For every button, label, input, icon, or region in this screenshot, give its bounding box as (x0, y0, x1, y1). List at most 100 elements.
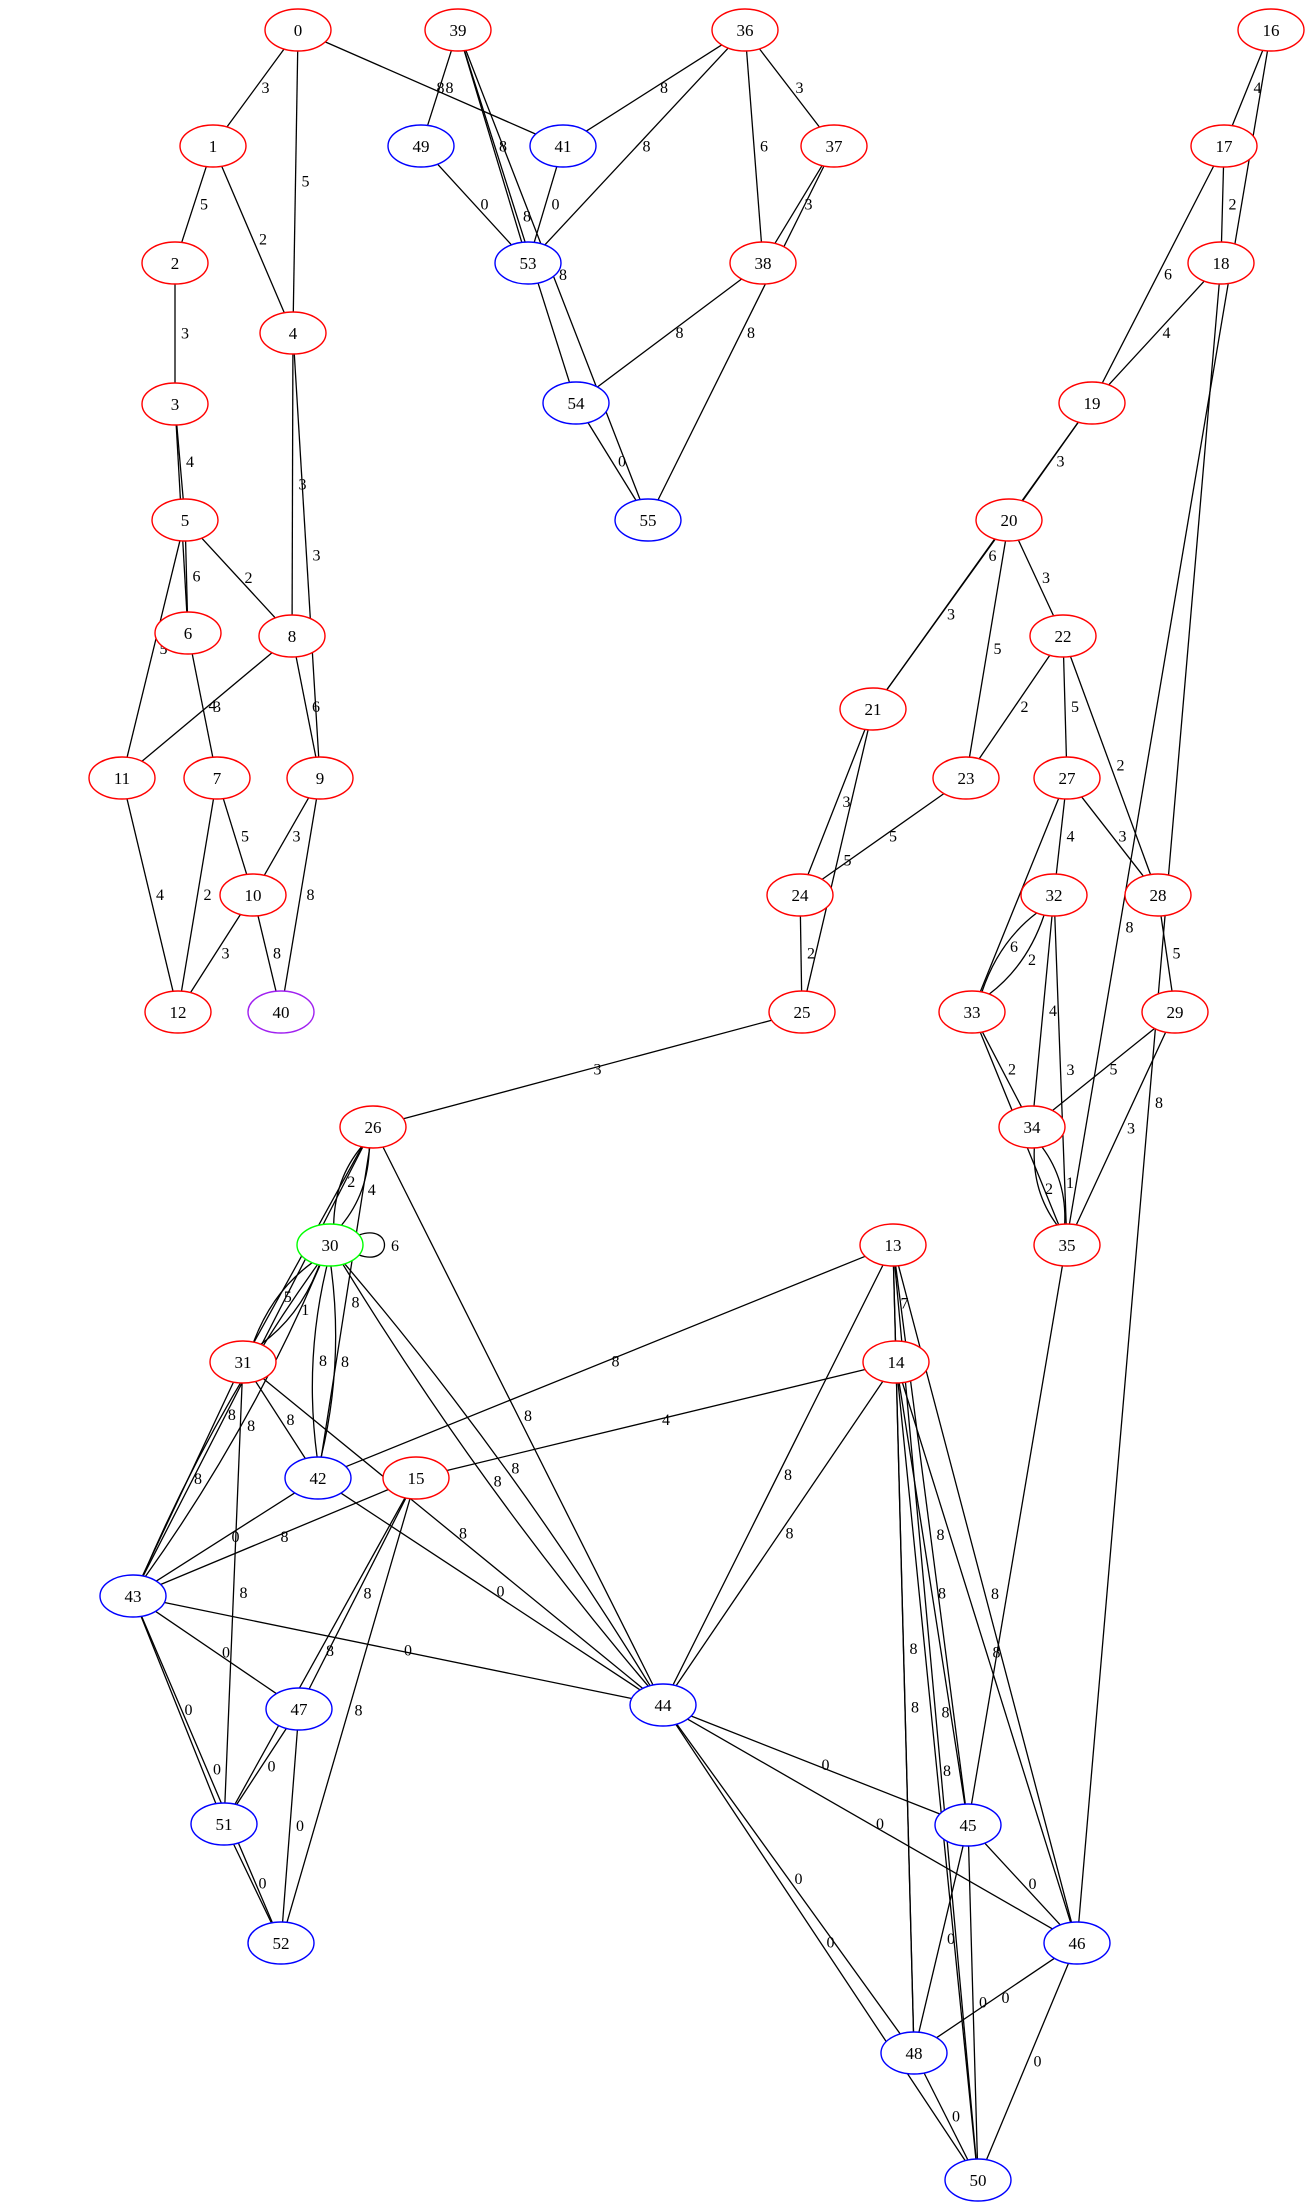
node-13: 13 (859, 1223, 927, 1267)
edge-5-6 (184, 540, 189, 613)
node-label: 23 (958, 769, 975, 788)
node-ellipse (729, 241, 797, 285)
edge-15-47 (308, 1497, 407, 1690)
edge-10-12 (189, 914, 242, 993)
edge-36-37 (758, 48, 821, 128)
node-ellipse (219, 873, 287, 917)
edge-label: 8 (319, 1353, 327, 1370)
edge-label: 2 (1045, 1181, 1053, 1198)
edge-label: 8 (341, 1354, 349, 1371)
edge-44-48 (676, 1723, 901, 2035)
edge-label: 3 (181, 326, 189, 343)
node-ellipse (934, 1803, 1002, 1847)
edge-27-33 (979, 798, 1060, 992)
edge-14-44 (675, 1380, 884, 1687)
node-42: 42 (284, 1456, 352, 1500)
node-10: 10 (219, 873, 287, 917)
edge-label: 8 (1155, 1095, 1163, 1112)
node-18: 18 (1187, 241, 1255, 285)
edge-label: 5 (1173, 946, 1181, 963)
edge-21-25 (806, 729, 869, 992)
node-3: 3 (141, 382, 209, 426)
edge-label: 3 (213, 699, 221, 716)
edge-label: 3 (293, 829, 301, 846)
node-ellipse (387, 124, 455, 168)
edge-label: 0 (213, 1762, 221, 1779)
node-ellipse (859, 1223, 927, 1267)
edge-30-31 (252, 1262, 313, 1343)
node-ellipse (975, 498, 1043, 542)
node-24: 24 (766, 873, 834, 917)
node-label: 5 (181, 511, 190, 530)
node-27: 27 (1033, 756, 1101, 800)
node-label: 13 (885, 1236, 902, 1255)
node-ellipse (944, 2158, 1012, 2202)
node-label: 24 (792, 886, 810, 905)
node-ellipse (88, 756, 156, 800)
node-label: 44 (655, 1696, 673, 1715)
edge-label: 4 (1049, 1003, 1057, 1020)
node-ellipse (1029, 614, 1097, 658)
node-ellipse (151, 498, 219, 542)
node-43: 43 (99, 1574, 167, 1618)
edge-7-10 (222, 798, 248, 875)
edge-label: 0 (827, 1935, 835, 1952)
node-ellipse (800, 124, 868, 168)
edge-label: 8 (993, 1645, 1001, 1662)
edge-label: 8 (911, 1700, 919, 1717)
node-26: 26 (339, 1105, 407, 1149)
node-label: 29 (1167, 1003, 1184, 1022)
edge-20-23 (968, 540, 1007, 758)
edge-47-52 (281, 1729, 299, 1923)
node-ellipse (179, 124, 247, 168)
edge-9-10 (263, 797, 310, 876)
edge-20-22 (1017, 539, 1055, 617)
node-ellipse (265, 1687, 333, 1731)
node-ellipse (629, 1683, 697, 1727)
node-2: 2 (141, 241, 209, 285)
edge-18-19 (1108, 280, 1205, 386)
node-53: 53 (494, 241, 562, 285)
node-label: 32 (1046, 886, 1063, 905)
edge-21-24 (807, 729, 866, 875)
edge-0-1 (226, 48, 285, 128)
node-25: 25 (768, 990, 836, 1034)
edge-label: 0 (618, 454, 626, 471)
edge-34-35 (1033, 1147, 1058, 1226)
edge-label: 3 (594, 1062, 602, 1079)
edge-16-45 (970, 50, 1269, 1805)
node-label: 48 (906, 2044, 923, 2063)
node-19: 19 (1058, 381, 1126, 425)
edge-22-28 (1069, 656, 1152, 875)
node-label: 16 (1263, 21, 1280, 40)
node-label: 3 (171, 395, 180, 414)
node-52: 52 (247, 1921, 315, 1965)
node-label: 52 (273, 1934, 290, 1953)
edge-30-44 (344, 1263, 651, 1687)
edge-1-2 (181, 166, 207, 243)
edge-label: 5 (844, 853, 852, 870)
node-ellipse (1187, 241, 1255, 285)
edge-18-46 (1078, 283, 1220, 1923)
node-ellipse (339, 1105, 407, 1149)
edge-label: 2 (204, 887, 212, 904)
edge-label: 8 (1126, 920, 1134, 937)
edge-label: 1 (301, 1302, 309, 1319)
node-34: 34 (998, 1105, 1066, 1149)
edge-14-48 (895, 1382, 915, 2033)
node-ellipse (209, 1340, 277, 1384)
edge-34-35 (1041, 1146, 1066, 1225)
node-label: 31 (235, 1353, 252, 1372)
node-ellipse (542, 381, 610, 425)
node-label: 19 (1084, 394, 1101, 413)
node-14: 14 (862, 1340, 930, 1384)
node-17: 17 (1190, 124, 1258, 168)
edge-label: 2 (1021, 699, 1029, 716)
edge-label: 8 (643, 139, 651, 156)
edge-14-15 (446, 1368, 866, 1472)
edge-29-35 (1075, 1031, 1167, 1226)
edge-15-51 (234, 1497, 406, 1805)
node-label: 2 (171, 254, 180, 273)
edge-20-21 (886, 538, 996, 691)
